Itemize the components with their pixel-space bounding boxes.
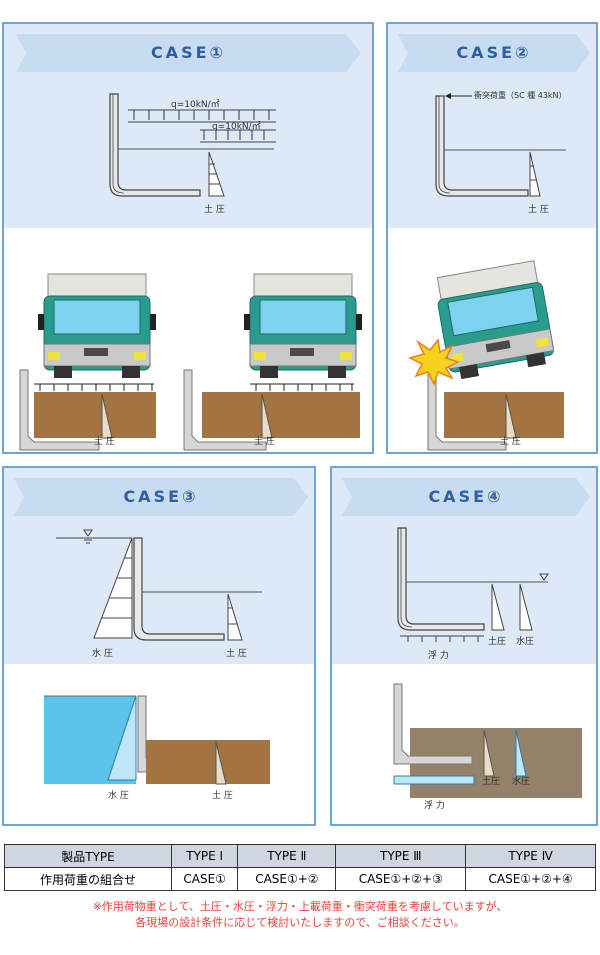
case3-banner: CASE③ — [14, 478, 308, 516]
table-header-type1: TYPE Ⅰ — [170, 844, 239, 868]
case1-load2-label: q=10kN/㎡ — [212, 122, 261, 132]
case3-earth-label-b: 土 圧 — [212, 791, 233, 801]
case4-panel: CASE④ 土圧 水圧 浮 力 土圧 水圧 浮 力 — [330, 466, 598, 826]
case1-earth-label-a: 土 圧 — [94, 437, 115, 447]
case1-earth-label-b: 土 圧 — [254, 437, 275, 447]
case1-panel: CASE① q=10kN/㎡ q=10kN/㎡ 土 圧 — [2, 22, 374, 454]
table-cell-type1: CASE① — [170, 867, 239, 891]
table-header-type2: TYPE Ⅱ — [237, 844, 337, 868]
case4-illustration — [393, 683, 582, 798]
case1-title: CASE① — [150, 43, 227, 62]
case1-earth-label: 土 圧 — [204, 205, 225, 215]
case3-panel: CASE③ 水 圧 土 圧 水 圧 土 圧 — [2, 466, 316, 826]
table-row-label: 作用荷重の組合せ — [4, 867, 172, 891]
case3-illustration — [44, 695, 270, 785]
case4-buoy-label: 浮 力 — [428, 651, 449, 661]
table-header-row: 製品TYPE TYPE Ⅰ TYPE Ⅱ TYPE Ⅲ TYPE Ⅳ — [4, 844, 596, 868]
case1-illustration — [19, 273, 362, 451]
note-line-1: ※作用荷物重として、土圧・水圧・浮力・上載荷重・衝突荷重を考慮していますが、 — [92, 900, 508, 913]
case2-earth-label-b: 土 圧 — [500, 437, 521, 447]
case2-diagram — [435, 93, 566, 197]
table-cell-type4: CASE①+②+④ — [465, 867, 596, 891]
case4-banner: CASE④ — [342, 478, 590, 516]
table-row: 作用荷重の組合せ CASE① CASE①+② CASE①+②+③ CASE①+②… — [4, 867, 596, 891]
case2-panel: CASE② 衝突荷重（SC 種 43kN） 土 圧 土 圧 — [386, 22, 598, 454]
case3-earth-label: 土 圧 — [226, 649, 247, 659]
case2-banner: CASE② — [398, 34, 590, 72]
case3-title: CASE③ — [123, 487, 199, 506]
case2-impact-label: 衝突荷重（SC 種 43kN） — [474, 91, 567, 100]
case4-earth-label-b: 土圧 — [482, 777, 501, 787]
case4-title: CASE④ — [428, 487, 504, 506]
case4-water-label-b: 水圧 — [512, 777, 531, 787]
case3-diagram — [56, 529, 262, 641]
case1-banner: CASE① — [16, 34, 361, 72]
case2-earth-label: 土 圧 — [528, 205, 549, 215]
case1-load1-label: q=10kN/㎡ — [171, 100, 220, 110]
case4-diagram — [397, 527, 549, 642]
case3-water-label: 水 圧 — [92, 649, 113, 659]
case3-water-label-b: 水 圧 — [108, 791, 129, 801]
table-cell-type2: CASE①+② — [237, 867, 337, 891]
table-cell-type3: CASE①+②+③ — [335, 867, 467, 891]
case4-earth-label: 土圧 — [488, 637, 507, 647]
case4-buoy-label-b: 浮 力 — [424, 801, 445, 811]
table-header-type3: TYPE Ⅲ — [335, 844, 467, 868]
case1-diagram — [109, 93, 276, 197]
table-header-product-type: 製品TYPE — [4, 844, 172, 868]
table-header-type4: TYPE Ⅳ — [465, 844, 596, 868]
type-table: 製品TYPE TYPE Ⅰ TYPE Ⅱ TYPE Ⅲ TYPE Ⅳ 作用荷重の… — [4, 844, 596, 891]
note-line-2: 各現場の設計条件に応じて検討いたしますので、ご相談ください。 — [135, 916, 465, 929]
case2-title: CASE② — [456, 43, 532, 62]
case4-water-label: 水圧 — [516, 637, 535, 647]
case2-illustration — [407, 260, 564, 451]
